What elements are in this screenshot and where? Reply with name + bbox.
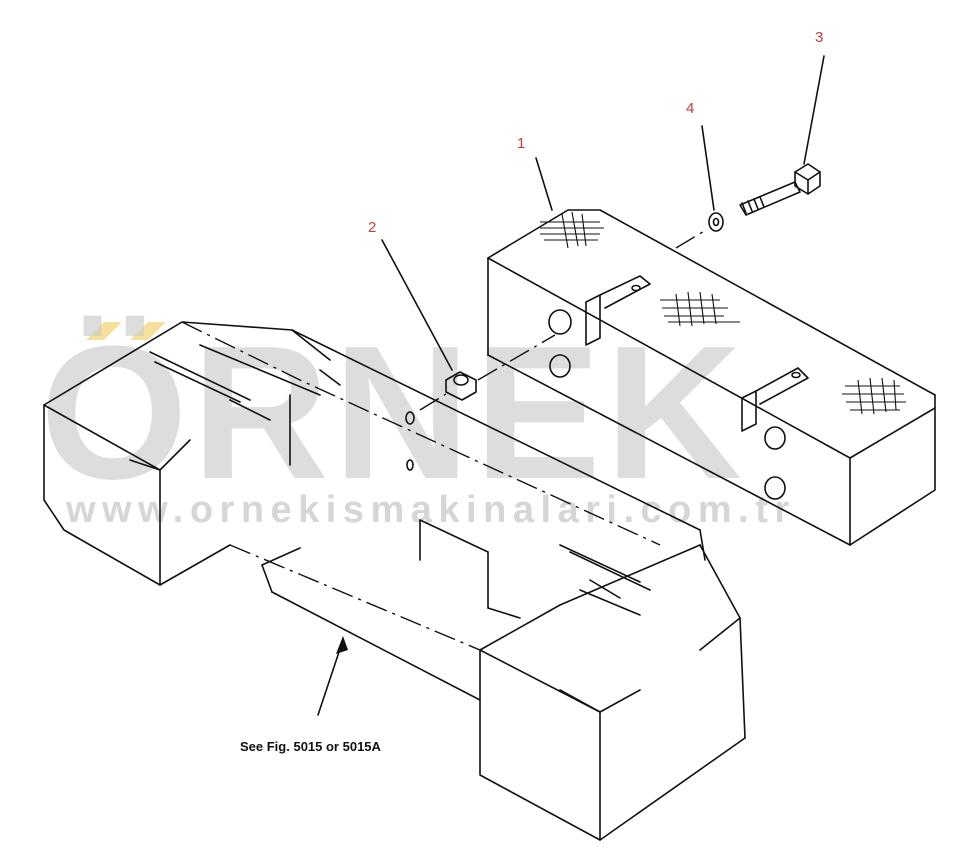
bolt-part-3: [739, 163, 821, 216]
callout-4: 4: [686, 100, 694, 117]
hatch-mark-end: [842, 377, 906, 415]
reference-note: See Fig. 5015 or 5015A: [240, 739, 382, 754]
hatch-mark-middle: [660, 291, 740, 327]
washer-part-4: [675, 212, 724, 249]
spacer-part-2: [419, 334, 556, 411]
watermark-brand: ÖRNEK: [40, 307, 746, 519]
counterweight-part-1: [487, 209, 936, 546]
hatch-mark-top: [540, 211, 604, 249]
callout-3: 3: [815, 29, 823, 46]
callout-2: 2: [368, 219, 376, 236]
leader-lines: [381, 55, 825, 371]
callout-1: 1: [517, 135, 525, 152]
watermark-accent-mark: [86, 322, 166, 340]
base-frame: [43, 321, 746, 841]
watermark: ÖRNEK www.ornekismakinalari.com.tr: [40, 307, 789, 531]
